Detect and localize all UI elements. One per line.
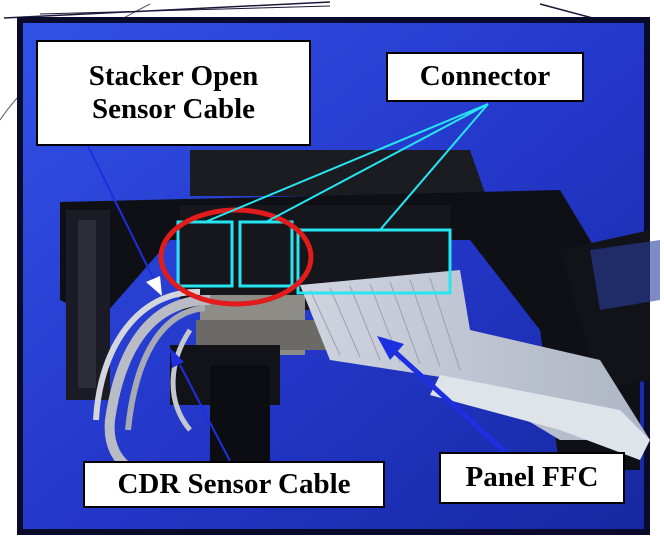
panel-ffc-label-text: Panel FFC	[465, 461, 599, 494]
connector-label-text: Connector	[419, 60, 551, 93]
stacker-label-line-1: Stacker Open	[88, 59, 259, 92]
cdr-sensor-cable-label-text: CDR Sensor Cable	[117, 467, 351, 500]
panel-ffc-label: Panel FFC	[439, 452, 625, 504]
cdr-sensor-cable-label: CDR Sensor Cable	[83, 461, 385, 508]
stacker-open-sensor-cable-label: Stacker Open Sensor Cable	[36, 40, 311, 146]
connector-label: Connector	[386, 52, 584, 102]
stacker-label-line-2: Sensor Cable	[91, 93, 255, 125]
